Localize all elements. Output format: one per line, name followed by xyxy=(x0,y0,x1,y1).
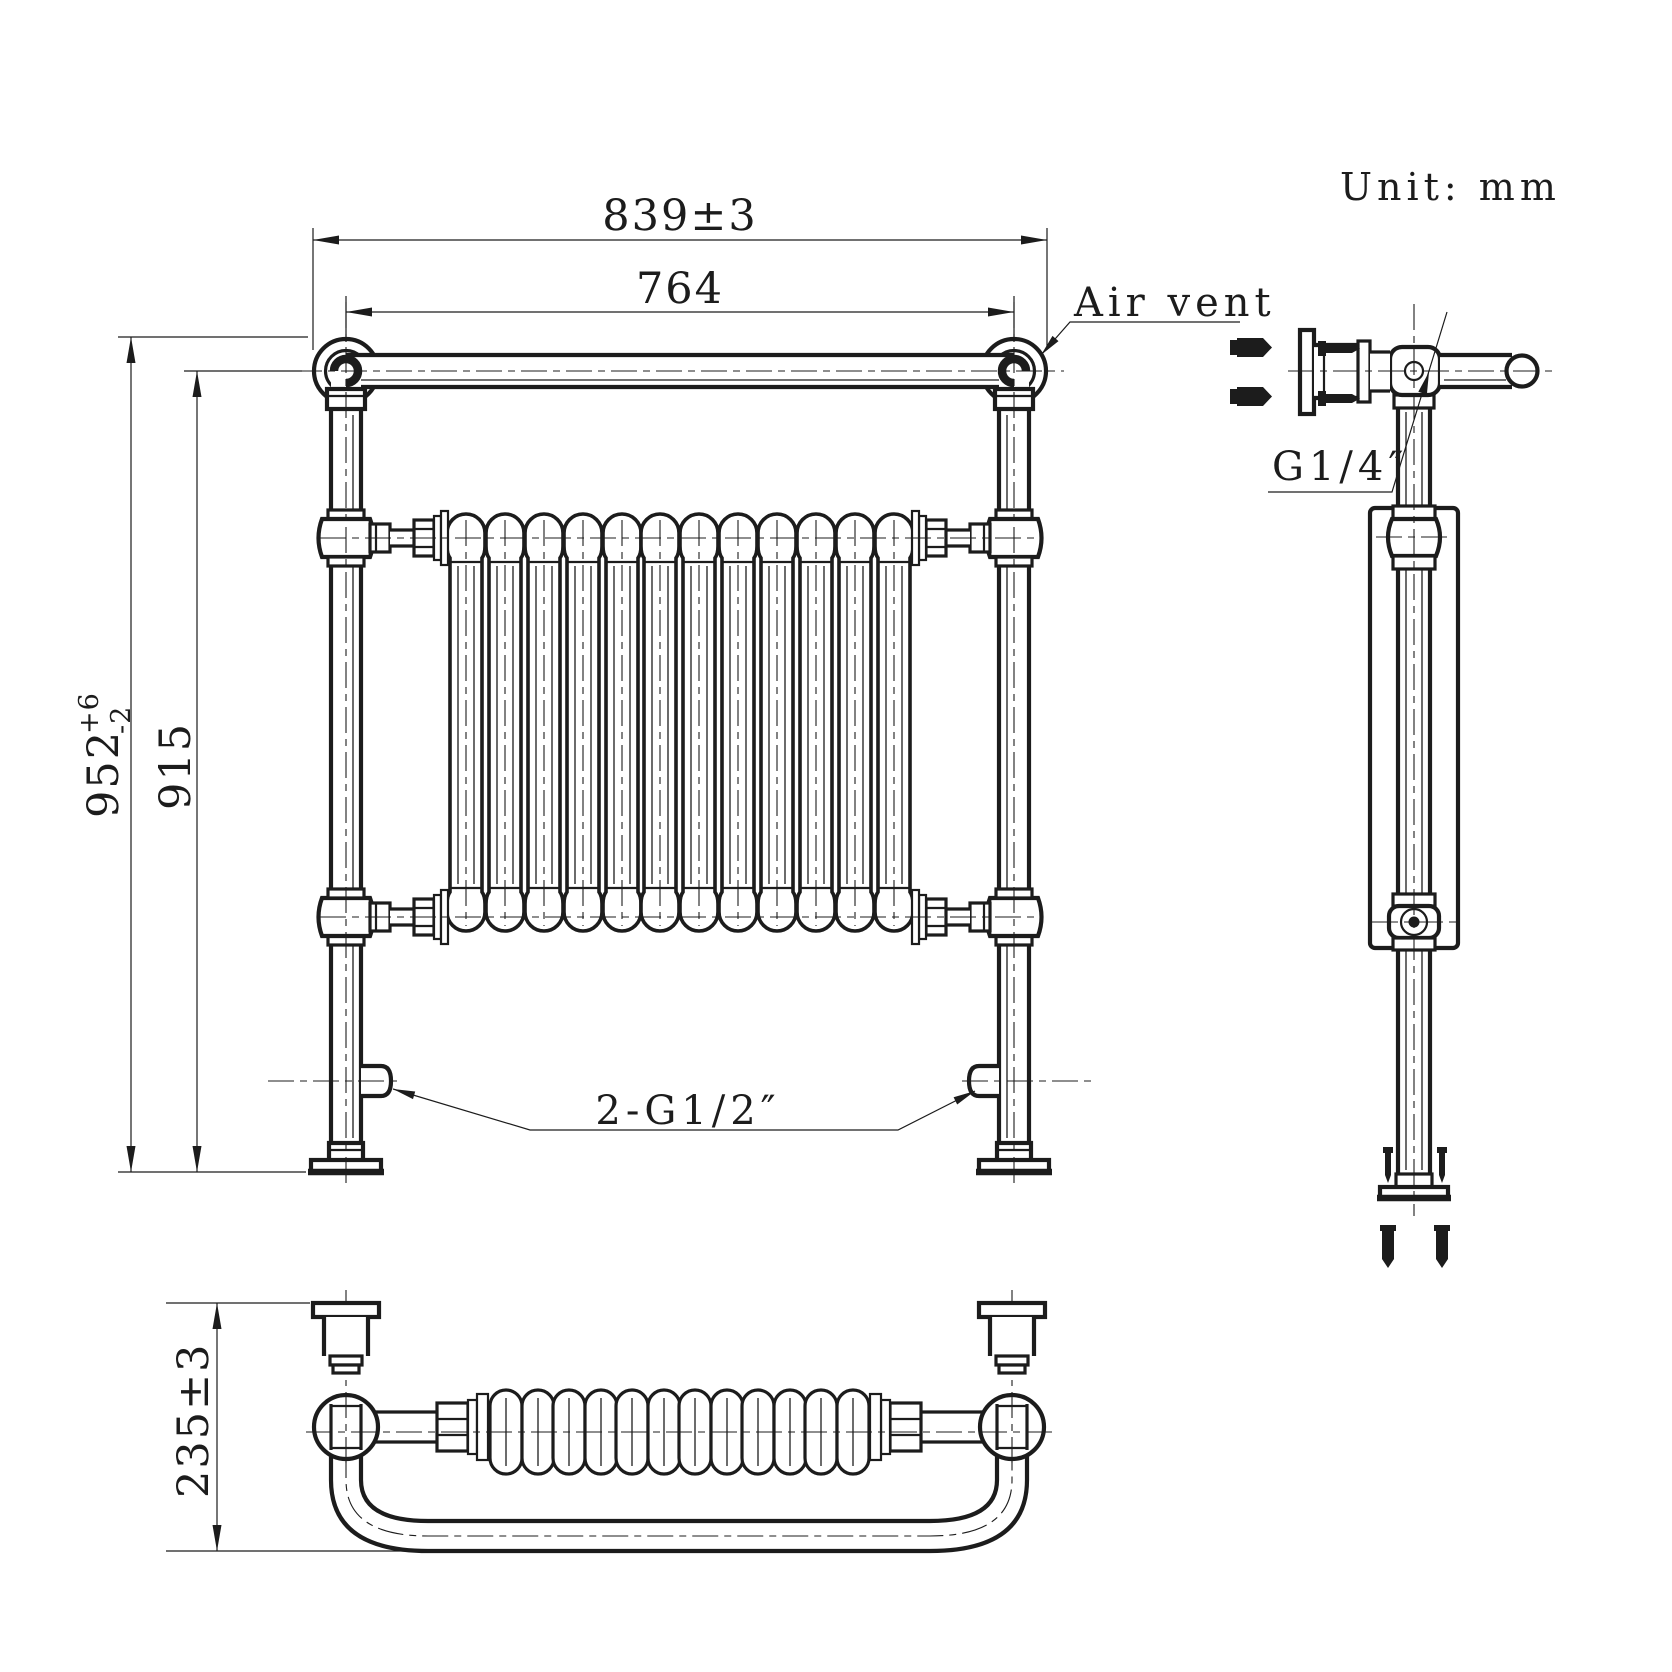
elbow-bend-right xyxy=(997,354,1031,388)
t-joint-lower-right xyxy=(912,889,1042,945)
dim-rail-centers-width: 764 xyxy=(345,264,1015,342)
ball-joint-plan-left xyxy=(314,1392,378,1464)
dim-depth-text: 235±3 xyxy=(169,1343,219,1498)
wall-bracket-plan-right xyxy=(979,1290,1045,1386)
towel-rail-loop xyxy=(328,1448,1030,1554)
bottom-view xyxy=(306,1290,1052,1554)
dim-overall-height-tol-upper: +6 xyxy=(74,692,105,734)
dim-overall-height-tol-lower: -2 xyxy=(106,706,137,734)
ball-joint-plan-right xyxy=(980,1392,1044,1464)
dim-overall-height-value: 952 xyxy=(79,730,129,818)
front-view xyxy=(268,302,1092,1188)
t-joint-upper-right xyxy=(912,510,1042,566)
side-centerlines xyxy=(1288,304,1556,1216)
dim-overall-height: 952 +6 -2 xyxy=(74,336,308,1173)
dim-rail-centers-text: 764 xyxy=(636,264,724,314)
label-connections: 2-G1/2″ xyxy=(392,1088,976,1134)
label-air-vent-thread: G1/4″ xyxy=(1268,311,1448,493)
dim-rail-center-height-text: 915 xyxy=(151,722,201,810)
dim-depth: 235±3 xyxy=(166,1302,426,1552)
union-nut-plan-right xyxy=(868,1392,986,1462)
unit-note: Unit: mm xyxy=(1340,165,1561,209)
label-air-vent: Air vent xyxy=(1040,280,1276,356)
elbow-bend-left xyxy=(329,354,363,388)
wall-plugs-bottom xyxy=(1380,1225,1450,1268)
label-air-vent-text: Air vent xyxy=(1073,280,1276,326)
dim-overall-width-text: 839±3 xyxy=(602,191,757,241)
label-air-vent-thread-text: G1/4″ xyxy=(1272,444,1408,490)
label-connections-text: 2-G1/2″ xyxy=(595,1088,780,1134)
wall-plugs-top xyxy=(1230,338,1272,406)
side-view xyxy=(1230,304,1556,1268)
dimensions: 839±3 764 952 +6 -2 915 xyxy=(74,165,1561,1552)
bracket-screws xyxy=(1318,341,1360,406)
union-nut-plan-left xyxy=(372,1392,490,1462)
radiator-core xyxy=(445,512,915,933)
dim-overall-width: 839±3 xyxy=(312,191,1048,350)
wall-bracket-plan-left xyxy=(313,1290,379,1386)
floor-screws-side xyxy=(1383,1147,1447,1183)
dim-rail-center-height: 915 xyxy=(151,370,302,1172)
front-centerlines xyxy=(268,302,1092,1188)
